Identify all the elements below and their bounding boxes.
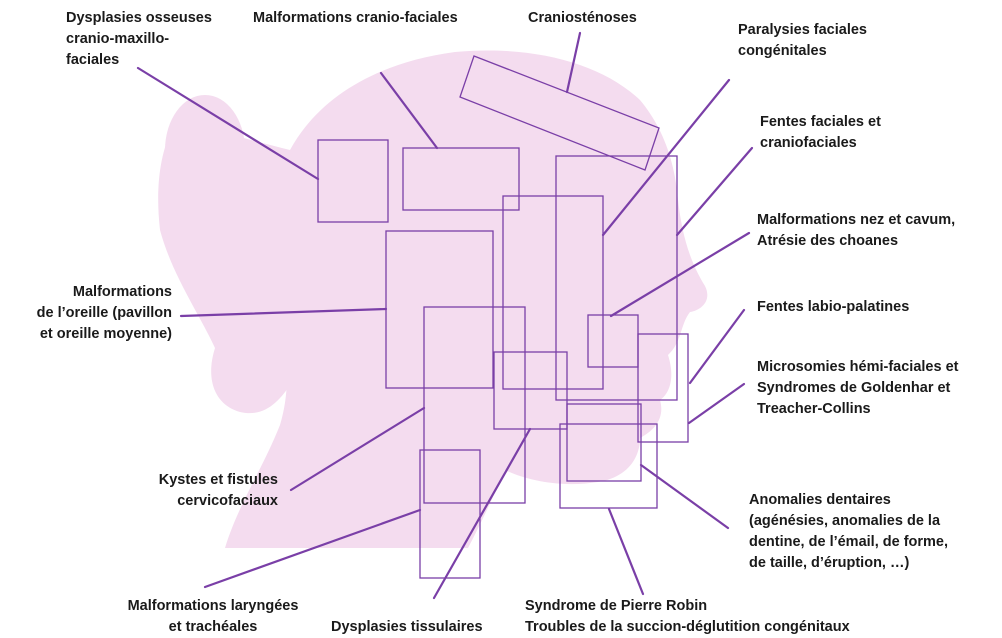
box-microsomies xyxy=(637,333,689,443)
label-malformations-nez: Malformations nez et cavum, Atrésie des … xyxy=(757,210,955,252)
box-dysplasies-tissulaires xyxy=(423,306,526,504)
line-microsomies xyxy=(687,382,746,425)
label-line: Microsomies hémi-faciales et xyxy=(757,359,959,375)
label-anomalies-dentaires: Anomalies dentaires (agénésies, anomalie… xyxy=(749,490,948,574)
label-microsomies: Microsomies hémi-faciales et Syndromes d… xyxy=(757,357,958,420)
label-line: Atrésie des choanes xyxy=(757,233,899,249)
label-line: Anomalies dentaires xyxy=(749,492,891,508)
label-fentes-faciales: Fentes faciales et craniofaciales xyxy=(760,112,881,154)
label-line: Dysplasies osseuses xyxy=(66,10,212,26)
line-malformations-cranio-faciales xyxy=(379,71,439,150)
label-dysplasies-osseuses: Dysplasies osseuses cranio-maxillo- faci… xyxy=(66,8,212,71)
label-line: Paralysies faciales xyxy=(738,22,867,38)
line-paralysies-faciales xyxy=(601,78,731,237)
line-dysplasies-tissulaires xyxy=(432,427,532,600)
line-malformations-laryngees xyxy=(203,508,422,589)
label-craniostenoses: Craniosténoses xyxy=(528,8,637,29)
box-fentes-faciales xyxy=(555,155,678,401)
label-malformations-cranio-faciales: Malformations cranio-faciales xyxy=(253,8,458,29)
label-line: Craniosténoses xyxy=(528,10,637,26)
label-kystes-fistules: Kystes et fistules cervicofaciaux xyxy=(118,470,278,512)
label-line: Malformations cranio-faciales xyxy=(253,10,458,26)
label-fentes-labio-palatines: Fentes labio-palatines xyxy=(757,297,909,318)
label-line: (agénésies, anomalies de la xyxy=(749,513,941,529)
label-line: et oreille moyenne) xyxy=(39,326,172,342)
label-line: Fentes labio-palatines xyxy=(757,299,910,315)
label-pierre-robin: Syndrome de Pierre Robin Troubles de la … xyxy=(525,596,850,638)
label-paralysies-faciales: Paralysies faciales congénitales xyxy=(738,20,867,62)
line-nez-cavum xyxy=(609,231,751,318)
label-line: cervicofaciaux xyxy=(177,493,278,509)
label-line: et trachéales xyxy=(168,619,258,635)
label-line: cranio-maxillo- xyxy=(66,31,170,47)
line-kystes-fistules xyxy=(289,406,426,492)
label-line: Fentes faciales et xyxy=(760,114,881,130)
label-line: de l’oreille (pavillon xyxy=(36,305,172,321)
label-line: dentine, de l’émail, de forme, xyxy=(749,534,949,550)
label-line: Treacher-Collins xyxy=(757,401,871,417)
line-craniostenoses xyxy=(565,31,582,94)
box-paralysies-faciales xyxy=(502,195,604,390)
line-dysplasies-osseuses xyxy=(136,66,320,181)
label-dysplasies-tissulaires: Dysplasies tissulaires xyxy=(331,617,483,638)
label-line: Syndrome de Pierre Robin xyxy=(525,598,708,614)
label-line: congénitales xyxy=(738,43,827,59)
box-pierre-robin-2 xyxy=(559,423,658,509)
box-dysplasies-osseuses xyxy=(317,139,389,223)
label-malformations-laryngees: Malformations laryngées et trachéales xyxy=(108,596,318,638)
label-line: Malformations laryngées xyxy=(127,598,299,614)
label-line: Malformations xyxy=(72,284,172,300)
label-line: faciales xyxy=(66,52,120,68)
line-anomalies-dentaires xyxy=(639,463,730,530)
line-pierre-robin xyxy=(607,507,645,596)
label-line: craniofaciales xyxy=(760,135,857,151)
label-line: Syndromes de Goldenhar et xyxy=(757,380,951,396)
label-line: Dysplasies tissulaires xyxy=(331,619,483,635)
box-kystes-fistules xyxy=(419,449,481,579)
label-line: de taille, d’éruption, …) xyxy=(749,555,910,571)
label-line: Troubles de la succion-déglutition congé… xyxy=(525,619,850,635)
line-malformations-oreille xyxy=(179,307,388,318)
label-line: Malformations nez et cavum, xyxy=(757,212,956,228)
leader-lines xyxy=(136,31,754,600)
silhouette-head xyxy=(225,50,708,548)
label-line: Kystes et fistules xyxy=(158,472,278,488)
box-anomalies-dentaires xyxy=(566,403,642,482)
line-fentes-faciales xyxy=(675,146,754,237)
box-malformations-cranio-faciales xyxy=(402,147,520,211)
line-fentes-labio-palatines xyxy=(688,308,746,385)
box-craniostenoses xyxy=(459,55,660,171)
silhouette-hair-bun xyxy=(165,95,245,205)
label-malformations-oreille: Malformations de l’oreille (pavillon et … xyxy=(0,282,172,345)
